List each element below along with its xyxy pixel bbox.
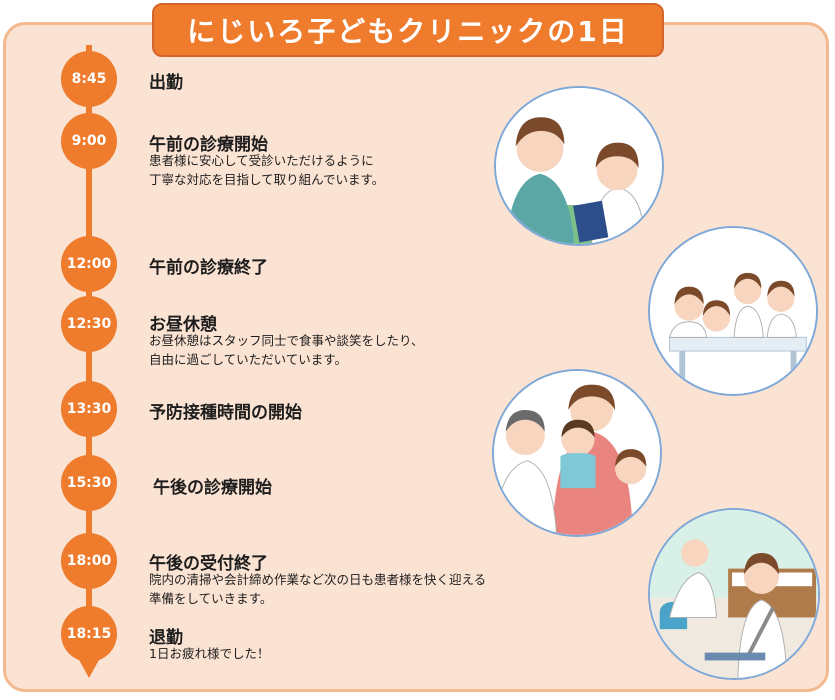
page-title: にじいろ子どもクリニックの1日 bbox=[187, 15, 629, 48]
event-title-1530: 午後の診療開始 bbox=[153, 478, 272, 498]
illustration-consultation bbox=[494, 86, 664, 246]
event-desc-1800-line1: 院内の清掃や会計締め作業など次の日も患者様を快く迎える bbox=[149, 572, 487, 587]
timeline-line bbox=[86, 45, 92, 660]
time-circle-1330: 13:30 bbox=[61, 381, 117, 437]
event-title-1330: 予防接種時間の開始 bbox=[149, 403, 302, 423]
time-circle-1230: 12:30 bbox=[61, 296, 117, 352]
event-title-1800: 午後の受付終了 bbox=[149, 554, 268, 574]
event-title-1230: お昼休憩 bbox=[149, 315, 217, 335]
event-title-1815: 退勤 bbox=[149, 628, 183, 648]
event-title-0900: 午前の診療開始 bbox=[149, 135, 268, 155]
timeline-arrow bbox=[78, 658, 100, 678]
time-circle-0900: 9:00 bbox=[61, 113, 117, 169]
illustration-cleaning bbox=[648, 508, 820, 680]
event-desc-0900-line1: 患者様に安心して受診いただけるように bbox=[149, 153, 374, 168]
illustration-lunch bbox=[648, 226, 818, 396]
illustration-vaccination bbox=[492, 369, 662, 537]
time-circle-1200: 12:00 bbox=[61, 236, 117, 292]
event-desc-0900-line2: 丁寧な対応を目指して取り組んでいます。 bbox=[149, 172, 385, 187]
time-circle-1530: 15:30 bbox=[61, 455, 117, 511]
time-circle-1815: 18:15 bbox=[61, 606, 117, 662]
title-banner: にじいろ子どもクリニックの1日 bbox=[152, 3, 664, 57]
time-circle-0845: 8:45 bbox=[61, 51, 117, 107]
event-desc-1230-line2: 自由に過ごしていただいています。 bbox=[149, 352, 348, 367]
event-desc-1800-line2: 準備をしていきます。 bbox=[149, 591, 273, 606]
event-title-0845: 出勤 bbox=[149, 73, 183, 93]
event-desc-1230-line1: お昼休憩はスタッフ同士で食事や談笑をしたり、 bbox=[149, 333, 424, 348]
event-desc-1815-line1: 1日お疲れ様でした！ bbox=[149, 646, 270, 661]
event-title-1200: 午前の診療終了 bbox=[149, 258, 268, 278]
time-circle-1800: 18:00 bbox=[61, 533, 117, 589]
